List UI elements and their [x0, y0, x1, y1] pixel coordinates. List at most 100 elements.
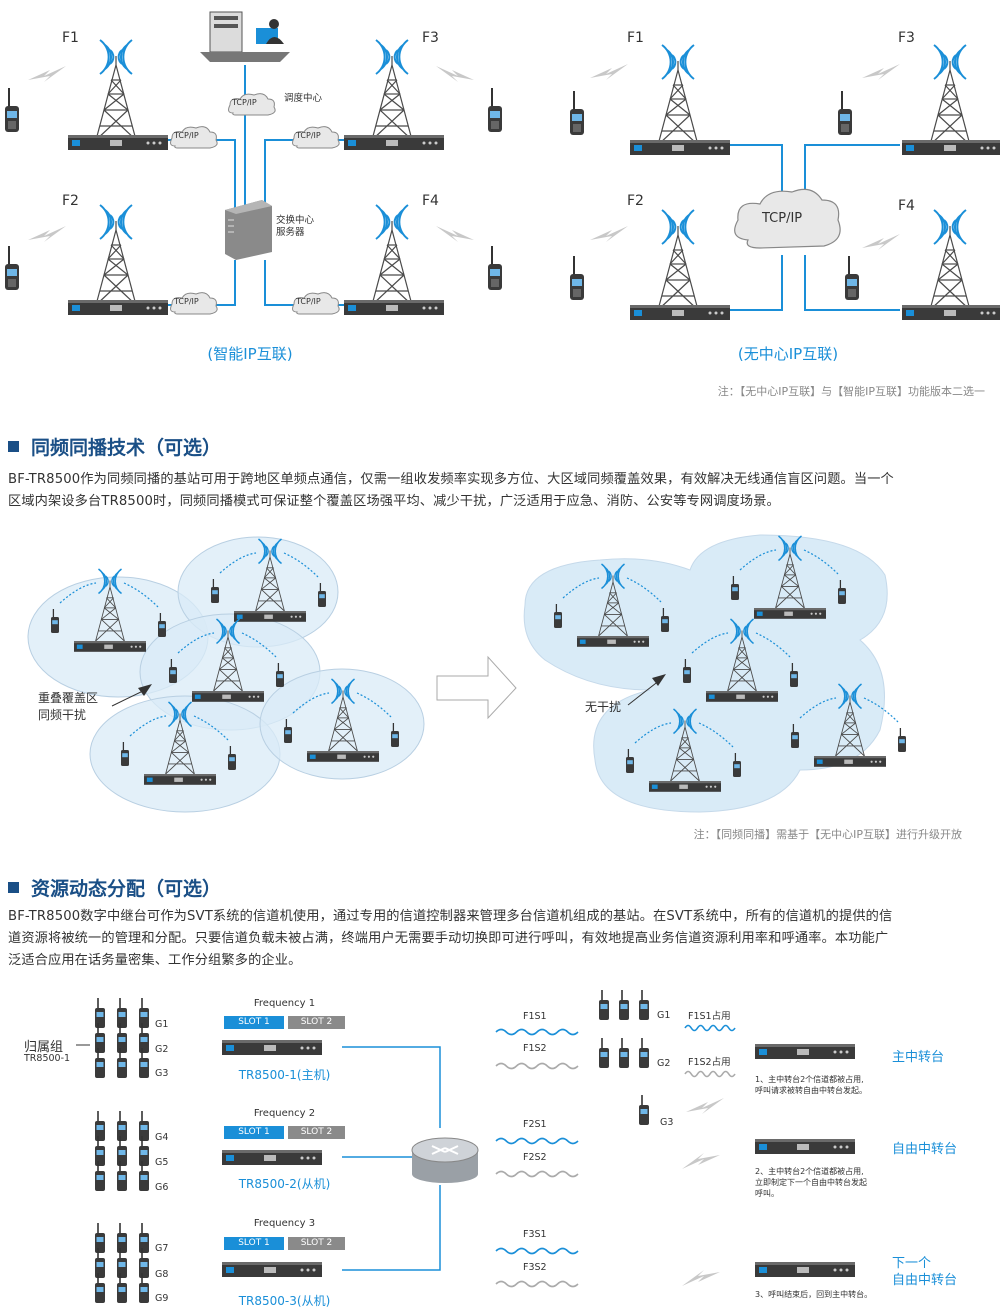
simulcast-cell-left [168, 618, 285, 702]
role-next: 下一个 [892, 1256, 932, 1271]
f1s2-occupied: F1S2占用 [688, 1057, 731, 1068]
tcpip-label: TCP/IP [296, 297, 321, 306]
signal-wave [495, 1028, 579, 1036]
simulcast-cell-right [790, 683, 907, 767]
signal-f2s1: F2S1 [523, 1119, 547, 1130]
handset-icon [598, 989, 610, 1021]
freq-label-f2-right: F2 [627, 193, 644, 209]
bullet-square-icon [8, 441, 19, 452]
handset-icon [638, 1094, 650, 1126]
handset-icon [94, 1110, 106, 1142]
home-group-label: 归属组 [24, 1040, 64, 1055]
switch-server-label: 服务器 [276, 227, 305, 238]
section-title-text: 同频同播技术（可选） [31, 437, 222, 459]
resource-paragraph-line2: 道资源将被统一的管理和分配。只要信道负载未被占满，终端用户无需要手动切换即可进行… [8, 931, 889, 946]
desc1-line1: 1、主中转台2个信道都被占用, [755, 1075, 864, 1084]
section-title-text: 资源动态分配（可选） [31, 878, 222, 900]
freq-label-f4-left: F4 [422, 193, 439, 209]
desc2-line1: 2、主中转台2个信道都被占用, [755, 1167, 864, 1176]
section-title-resource: 资源动态分配（可选） [8, 874, 221, 901]
handset-icon [138, 1222, 150, 1254]
freq-label-f3-right: F3 [898, 30, 915, 46]
group-g6: G6 [155, 1182, 169, 1193]
handset-icon [618, 989, 630, 1021]
handset-icon [138, 997, 150, 1029]
simulcast-cell-left [50, 568, 167, 652]
group-g8: G8 [155, 1269, 169, 1280]
signal-f1s2: F1S2 [523, 1043, 547, 1054]
slot1-badge: SLOT 1 [224, 1016, 284, 1029]
role-free-repeater-2: 自由中转台 [892, 1273, 958, 1288]
signal-wave [684, 1024, 736, 1032]
smart-ip-caption: (智能IP互联) [207, 345, 293, 363]
slot1-badge: SLOT 1 [224, 1126, 284, 1139]
router-icon [411, 1137, 479, 1183]
simulcast-arrow [436, 655, 517, 720]
right-group-g3: G3 [660, 1117, 674, 1128]
group-g4: G4 [155, 1132, 169, 1143]
svt-diagram [94, 989, 855, 1304]
smart-ip-diagram [4, 11, 503, 315]
tcpip-cloud-label: TCP/IP [762, 211, 803, 226]
bullet-square-icon [8, 882, 19, 893]
handset-icon [116, 1110, 128, 1142]
handset-icon [94, 1222, 106, 1254]
handset-icon [138, 1110, 150, 1142]
frequency-1-label: Frequency 1 [253, 998, 316, 1009]
no-interference-label: 无干扰 [585, 700, 622, 714]
freq-label-f1-right: F1 [627, 30, 644, 46]
tcpip-label: TCP/IP [296, 131, 321, 140]
simulcast-cell-right [730, 535, 847, 619]
signal-wave [495, 1062, 579, 1070]
simulcast-cell-left [210, 538, 327, 622]
overlap-label: 重叠覆盖区 [38, 691, 99, 705]
resource-paragraph-line3: 泛适合应用在话务量密集、工作分组繁多的企业。 [8, 953, 302, 968]
tcpip-label: TCP/IP [232, 98, 257, 107]
top-note: 注：【无中心IP互联】与【智能IP互联】功能版本二选一 [717, 385, 985, 398]
desc3: 3、呼叫结束后，回到主中转台。 [755, 1290, 873, 1299]
slot2-badge: SLOT 2 [288, 1126, 345, 1139]
switch-center-label: 交换中心 [276, 215, 315, 226]
role-free-repeater: 自由中转台 [892, 1142, 958, 1157]
signal-wave [495, 1247, 579, 1255]
right-group-g2: G2 [657, 1058, 671, 1069]
group-g5: G5 [155, 1157, 169, 1168]
unit-3-label: TR8500-3(从机) [238, 1294, 331, 1308]
handset-icon [638, 1037, 650, 1069]
tcpip-label: TCP/IP [174, 131, 199, 140]
handset-icon [116, 1222, 128, 1254]
resource-paragraph-line1: BF-TR8500数字中继台可作为SVT系统的信道机使用，通过专用的信道控制器来… [8, 909, 893, 924]
desc2-line2: 立即制定下一个自由中转台发起 [755, 1178, 867, 1187]
signal-f2s2: F2S2 [523, 1152, 547, 1163]
freq-label-f2-left: F2 [62, 193, 79, 209]
right-group-g1: G1 [657, 1010, 671, 1021]
role-main-repeater: 主中转台 [892, 1050, 945, 1065]
unit-2-label: TR8500-2(从机) [238, 1177, 331, 1191]
frequency-3-label: Frequency 3 [253, 1218, 316, 1229]
f1s1-occupied: F1S1占用 [688, 1011, 731, 1022]
handset-icon [638, 989, 650, 1021]
simulcast-note: 注：【同频同播】需基于【无中心IP互联】进行升级开放 [693, 828, 962, 841]
group-g2: G2 [155, 1044, 169, 1055]
slot2-badge: SLOT 2 [288, 1016, 345, 1029]
signal-wave [495, 1137, 579, 1145]
signal-wave [495, 1280, 579, 1288]
dispatch-center-label: 调度中心 [284, 93, 323, 104]
simulcast-diagram-right [523, 534, 907, 813]
slot2-badge: SLOT 2 [288, 1237, 345, 1250]
switch-server [225, 200, 272, 260]
group-g7: G7 [155, 1243, 169, 1254]
simulcast-cell-right [553, 563, 670, 647]
unit-1-label: TR8500-1(主机) [238, 1068, 331, 1082]
signal-wave [684, 1070, 736, 1078]
handset-icon [618, 1037, 630, 1069]
decentralized-ip-caption: (无中心IP互联) [737, 345, 839, 363]
tcpip-cloud [734, 188, 841, 249]
group-g1: G1 [155, 1019, 169, 1030]
signal-wave [495, 1170, 579, 1178]
freq-label-f3-left: F3 [422, 30, 439, 46]
dispatch-workstation [200, 11, 290, 62]
desc1-line2: 呼叫请求被转自由中转台发起。 [755, 1086, 867, 1095]
frequency-2-label: Frequency 2 [253, 1108, 316, 1119]
